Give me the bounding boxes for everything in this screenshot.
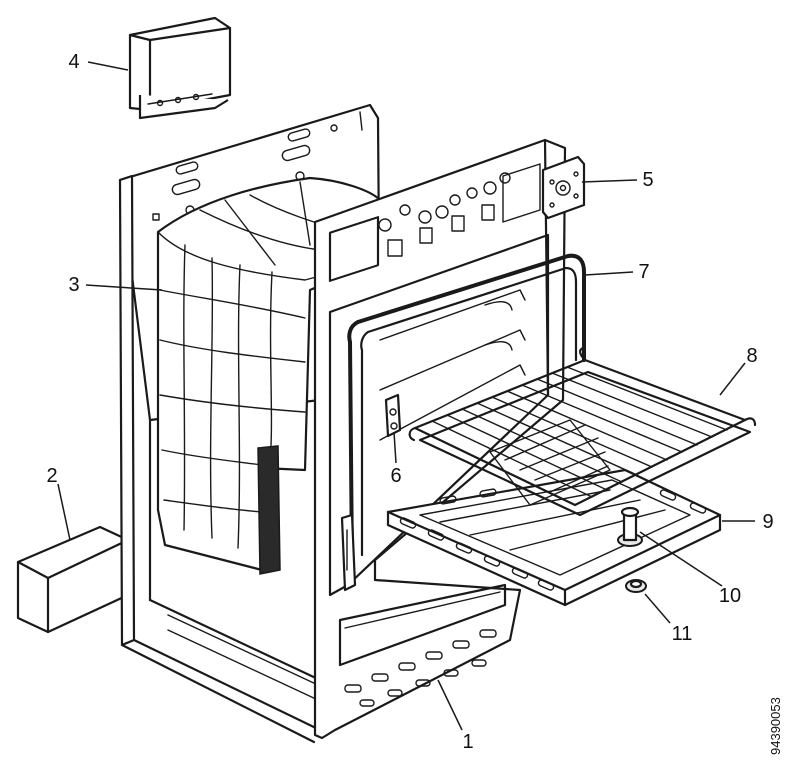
part-rack-support <box>384 393 402 438</box>
callout-11: 11 <box>672 623 693 645</box>
part-bottom-panel-screw <box>617 506 643 547</box>
leader-5 <box>581 179 638 183</box>
leader-1 <box>437 679 463 731</box>
part-block <box>16 525 130 634</box>
callout-2: 2 <box>46 465 57 487</box>
leader-7 <box>584 271 634 276</box>
callout-6: 6 <box>390 465 401 487</box>
callout-9: 9 <box>762 511 773 533</box>
part-cavity-floor <box>338 583 507 707</box>
reference-number: 94390053 <box>768 697 783 755</box>
callout-10: 10 <box>719 585 741 607</box>
leader-lines <box>57 61 755 731</box>
part-vent-cover <box>128 16 232 120</box>
callout-5: 5 <box>642 169 653 191</box>
part-bracket <box>541 155 586 220</box>
callout-labels: 1 2 3 4 5 6 7 8 9 10 11 <box>46 51 773 753</box>
callout-1: 1 <box>462 731 473 753</box>
callout-3: 3 <box>68 274 79 296</box>
leader-2 <box>57 483 71 541</box>
leader-6 <box>393 431 397 464</box>
part-oven-rack <box>408 346 757 517</box>
leader-4 <box>87 61 129 71</box>
leader-11 <box>644 593 671 624</box>
callout-8: 8 <box>746 345 757 367</box>
callout-7: 7 <box>638 261 649 283</box>
leader-3 <box>85 284 163 291</box>
leader-8 <box>719 362 746 396</box>
leader-10 <box>639 531 723 587</box>
part-grommet <box>625 579 647 593</box>
part-door-gasket <box>340 253 586 592</box>
callout-4: 4 <box>68 51 79 73</box>
